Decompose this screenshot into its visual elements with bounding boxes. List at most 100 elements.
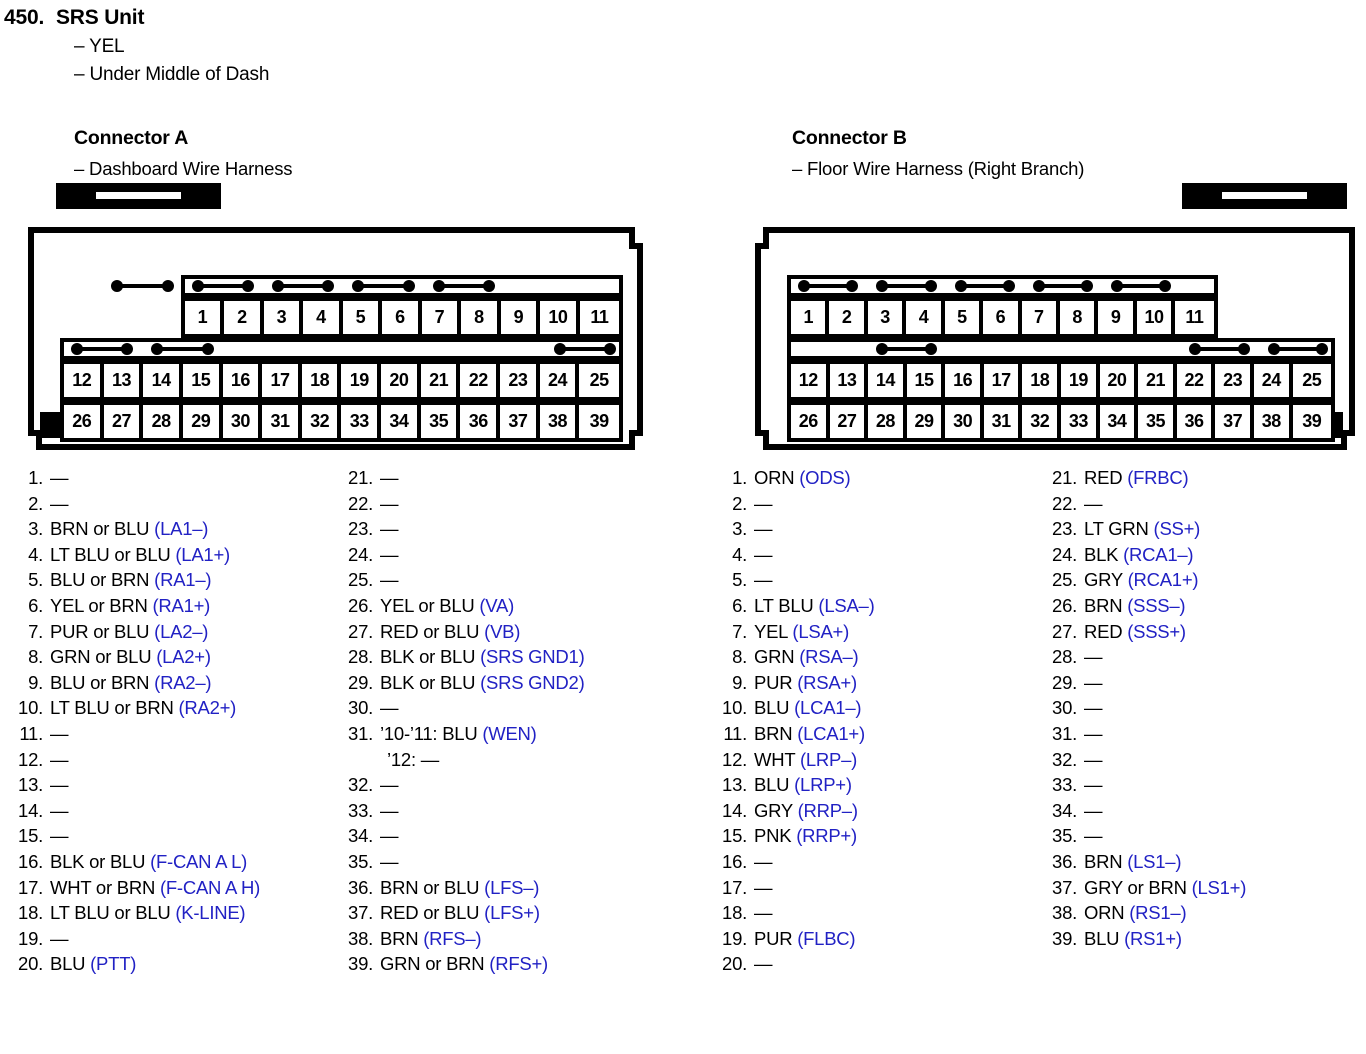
pin-cell[interactable]: 26 [791,405,830,438]
pin-cell[interactable]: 4 [906,301,945,334]
pin-cell[interactable]: 8 [1059,301,1099,334]
pin-cell[interactable]: 24 [539,364,580,397]
pin-cell[interactable]: 36 [460,405,501,438]
pin-cell[interactable]: 20 [1099,364,1139,397]
pin-cell[interactable]: 23 [1215,364,1254,397]
pin-cell[interactable]: 3 [867,301,907,334]
pin-cell[interactable]: 28 [868,405,907,438]
pin-cell[interactable]: 25 [1292,364,1332,397]
pin-list-number: 11. [19,722,43,744]
pin-cell[interactable]: 15 [906,364,946,397]
middle-link-band [787,338,1335,360]
pin-cell[interactable]: 25 [579,364,619,397]
pin-cell[interactable]: 24 [1253,364,1293,397]
pin-cell[interactable]: 34 [381,405,421,438]
pin-cell[interactable]: 38 [1253,405,1293,438]
pin-cell[interactable]: 30 [945,405,984,438]
pin-cell[interactable]: 23 [500,364,540,397]
pin-cell[interactable]: 12 [791,364,830,397]
pin-cell[interactable]: 37 [1215,405,1254,438]
pin-cell[interactable]: 6 [382,301,422,334]
pin-list-value: BLU (LRP+) [754,775,852,795]
pin-cell[interactable]: 27 [103,405,144,438]
pin-cell[interactable]: 9 [500,301,541,334]
connector-a-subtitle: – Dashboard Wire Harness [74,158,293,179]
pin-cell[interactable]: 21 [1138,364,1177,397]
pin-list-value: — [754,851,773,872]
pin-cell[interactable]: 17 [262,364,302,397]
pin-cell[interactable]: 32 [1022,405,1062,438]
pin-cell[interactable]: 19 [341,364,382,397]
pin-cell[interactable]: 39 [579,405,619,438]
pin-cell[interactable]: 11 [1175,301,1214,334]
pin-cell[interactable]: 7 [421,301,462,334]
pin-cell[interactable]: 13 [103,364,144,397]
pin-cell[interactable]: 18 [1022,364,1062,397]
pin-cell[interactable]: 14 [143,364,183,397]
pin-cell[interactable]: 19 [1061,364,1100,397]
pin-cell[interactable]: 26 [64,405,104,438]
pin-cell[interactable]: 27 [829,405,869,438]
wire-color-label: GRY [754,799,793,821]
pin-cell[interactable]: 33 [1061,405,1100,438]
link-bar [81,347,124,351]
link-bar [1042,284,1084,288]
pin-cell[interactable]: 12 [64,364,104,397]
pin-cell[interactable]: 1 [184,301,225,334]
pin-list-number: 28. [1052,646,1077,668]
pin-cell[interactable]: 22 [460,364,501,397]
pin-cell[interactable]: 5 [342,301,383,334]
pin-cell[interactable]: 28 [143,405,183,438]
pin-cell[interactable]: 18 [301,364,342,397]
pin-cell[interactable]: 1 [791,301,830,334]
connector-a-pinlist-1: 1.—2.—3.BRN or BLU (LA1–)4.LT BLU or BLU… [18,468,348,980]
pin-cell[interactable]: 16 [945,364,984,397]
pin-cell[interactable]: 35 [420,405,461,438]
pin-cell[interactable]: 22 [1176,364,1216,397]
wire-color-label: — [50,492,69,514]
pin-cell[interactable]: 31 [983,405,1023,438]
pin-cell[interactable]: 16 [222,364,263,397]
pin-cell[interactable]: 34 [1099,405,1139,438]
pin-cell[interactable]: 17 [983,364,1023,397]
pin-cell[interactable]: 32 [301,405,342,438]
pin-cell[interactable]: 6 [983,301,1022,334]
pin-cell[interactable]: 29 [182,405,223,438]
pin-cell[interactable]: 5 [944,301,984,334]
pin-list-item: 12.— [18,748,348,770]
pin-cell[interactable]: 3 [263,301,304,334]
pin-list-value: — [754,570,773,590]
pin-cell[interactable]: 13 [829,364,869,397]
pin-cell[interactable]: 20 [381,364,421,397]
pin-cell[interactable]: 38 [539,405,580,438]
pin-cell[interactable]: 2 [224,301,264,334]
wire-color-label: ORN [754,467,795,488]
pin-cell[interactable]: 10 [540,301,580,334]
pin-cell[interactable]: 11 [579,301,620,334]
wire-color-label: — [380,774,399,796]
pin-cell[interactable]: 33 [341,405,382,438]
pin-list-value: — [380,493,399,514]
pin-list-item: 5.BLU or BRN (RA1–) [18,570,348,590]
pin-cell[interactable]: 39 [1292,405,1332,438]
pin-cell[interactable]: 8 [461,301,501,334]
pin-cell[interactable]: 37 [500,405,540,438]
pin-cell[interactable]: 31 [262,405,302,438]
pin-cell[interactable]: 21 [420,364,461,397]
pin-cell[interactable]: 36 [1176,405,1216,438]
pin-cell[interactable]: 2 [829,301,868,334]
pin-cell[interactable]: 10 [1136,301,1176,334]
wire-color-label: — [50,748,69,770]
pin-cell[interactable]: 30 [222,405,263,438]
pin-list-value: RED or BLU (VB) [380,621,520,642]
pin-cell[interactable]: 15 [182,364,223,397]
pin-cell[interactable]: 9 [1098,301,1137,334]
pin-cell[interactable]: 14 [868,364,907,397]
pin-cell[interactable]: 7 [1021,301,1060,334]
wire-color-label: — [1084,671,1103,693]
link-dot [1189,343,1202,355]
pin-cell[interactable]: 29 [906,405,946,438]
pin-cell[interactable]: 35 [1138,405,1177,438]
pin-cell[interactable]: 4 [303,301,343,334]
